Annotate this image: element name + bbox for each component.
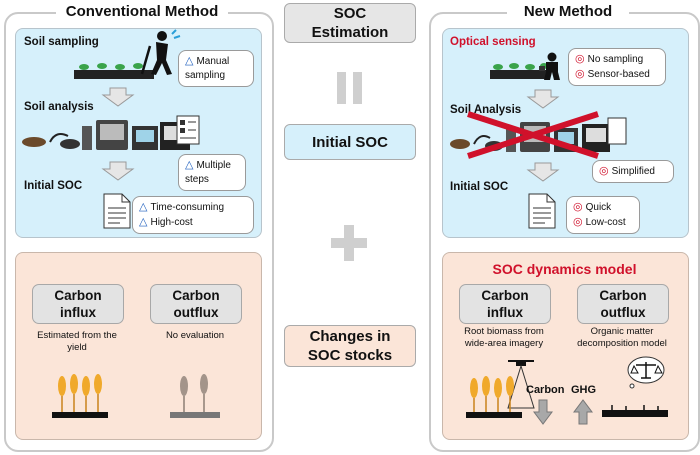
- wheat-golden-icon: [466, 376, 522, 418]
- down-arrow-icon: [101, 87, 135, 107]
- changes-soc-text: Changes in SOC stocks: [307, 328, 393, 364]
- changes-soc-box: Changes in SOC stocks: [284, 325, 416, 367]
- carbon-outflux-text: Carbon outflux: [172, 288, 220, 320]
- plus-icon: [331, 225, 367, 261]
- no-evaluation-text: No evaluation: [165, 330, 225, 341]
- time-cost-callout: △Time-consuming △High-cost: [132, 196, 254, 234]
- time-consuming-text: Time-consuming: [150, 202, 225, 213]
- down-arrow-icon: [101, 161, 135, 181]
- soil-bed-icon: [602, 405, 668, 417]
- lab-equipment-crossed-icon: [450, 111, 627, 159]
- person-sensor-icon: [539, 52, 560, 80]
- manual-sampling-callout: △Manual sampling: [178, 50, 254, 87]
- triangle-icon: △: [185, 159, 194, 171]
- arrow-down-gray-icon: [533, 399, 553, 425]
- sensor-based-text: Sensor-based: [587, 69, 650, 80]
- conventional-changes-box: [15, 252, 262, 440]
- multiple-steps-callout: △Multiple steps: [178, 154, 246, 191]
- soil-analysis-label: Soil analysis: [24, 101, 94, 113]
- double-circle-icon: ◎: [573, 216, 583, 228]
- arrow-up-gray-icon: [573, 399, 593, 425]
- double-circle-icon: ◎: [573, 201, 583, 213]
- carbon-outflux-new-text: Carbon outflux: [599, 288, 647, 320]
- double-circle-icon: ◎: [599, 165, 609, 177]
- soc-estimation-box: SOC Estimation: [284, 3, 416, 43]
- person-shovel-icon: [140, 29, 181, 75]
- ghg-label: GHG: [571, 384, 597, 396]
- decomposition-text: Organic matter decomposition model: [577, 326, 667, 349]
- soil-analysis-new-label: Soil Analysis: [450, 104, 522, 116]
- manual-sampling-text: Manual sampling: [185, 56, 230, 81]
- document-icon: [528, 193, 556, 229]
- double-circle-icon: ◎: [575, 53, 585, 65]
- wheat-withered-icon: [170, 374, 220, 418]
- soil-bed-icon: [74, 63, 154, 79]
- triangle-icon: △: [139, 201, 148, 213]
- soil-sampling-label: Soil sampling: [24, 36, 99, 48]
- down-arrow-icon: [526, 162, 560, 182]
- document-icon: [103, 193, 131, 229]
- balance-scale-icon: [627, 356, 665, 389]
- lab-equipment-icon: [22, 120, 190, 150]
- triangle-icon: △: [139, 216, 148, 228]
- root-biomass-text: Root biomass from wide-area imagery: [464, 326, 544, 349]
- initial-soc-new-label: Initial SOC: [450, 181, 509, 193]
- initial-soc-center-box: Initial SOC: [284, 124, 416, 160]
- carbon-influx-new-text: Carbon influx: [481, 288, 529, 320]
- carbon-influx-text: Carbon influx: [54, 288, 102, 320]
- double-circle-icon: ◎: [575, 68, 585, 80]
- initial-soc-center-text: Initial SOC: [312, 133, 388, 151]
- new-changes-box: [442, 252, 689, 440]
- initial-soc-label: Initial SOC: [24, 180, 83, 192]
- optical-sensing-label: Optical sensing: [450, 36, 536, 48]
- no-sampling-callout: ◎No sampling ◎Sensor-based: [568, 48, 666, 86]
- triangle-icon: △: [185, 55, 194, 67]
- high-cost-text: High-cost: [150, 217, 193, 228]
- no-sampling-text: No sampling: [587, 54, 644, 65]
- simplified-callout: ◎Simplified: [592, 160, 674, 183]
- report-sheet-icon: [176, 115, 200, 145]
- down-arrow-icon: [526, 89, 560, 109]
- low-cost-text: Low-cost: [585, 217, 626, 228]
- wheat-golden-icon: [52, 374, 108, 418]
- conventional-carbon-outflux: Carbon outflux: [150, 284, 242, 324]
- conventional-carbon-influx: Carbon influx: [32, 284, 124, 324]
- quick-lowcost-callout: ◎Quick ◎Low-cost: [566, 196, 640, 234]
- soc-estimation-text: SOC Estimation: [311, 5, 389, 41]
- equals-icon: [337, 72, 362, 104]
- conventional-title: Conventional Method: [56, 3, 228, 20]
- drone-icon: [507, 360, 535, 409]
- new-method-title: New Method: [507, 3, 629, 20]
- new-carbon-influx: Carbon influx: [459, 284, 551, 324]
- new-carbon-outflux: Carbon outflux: [577, 284, 669, 324]
- multiple-steps-text: Multiple steps: [185, 160, 231, 185]
- estimated-yield-text: Estimated from the yield: [37, 330, 117, 353]
- simplified-text: Simplified: [611, 166, 655, 177]
- carbon-label: Carbon: [526, 384, 565, 396]
- quick-text: Quick: [585, 202, 612, 213]
- soc-dynamics-title: SOC dynamics model: [492, 261, 637, 277]
